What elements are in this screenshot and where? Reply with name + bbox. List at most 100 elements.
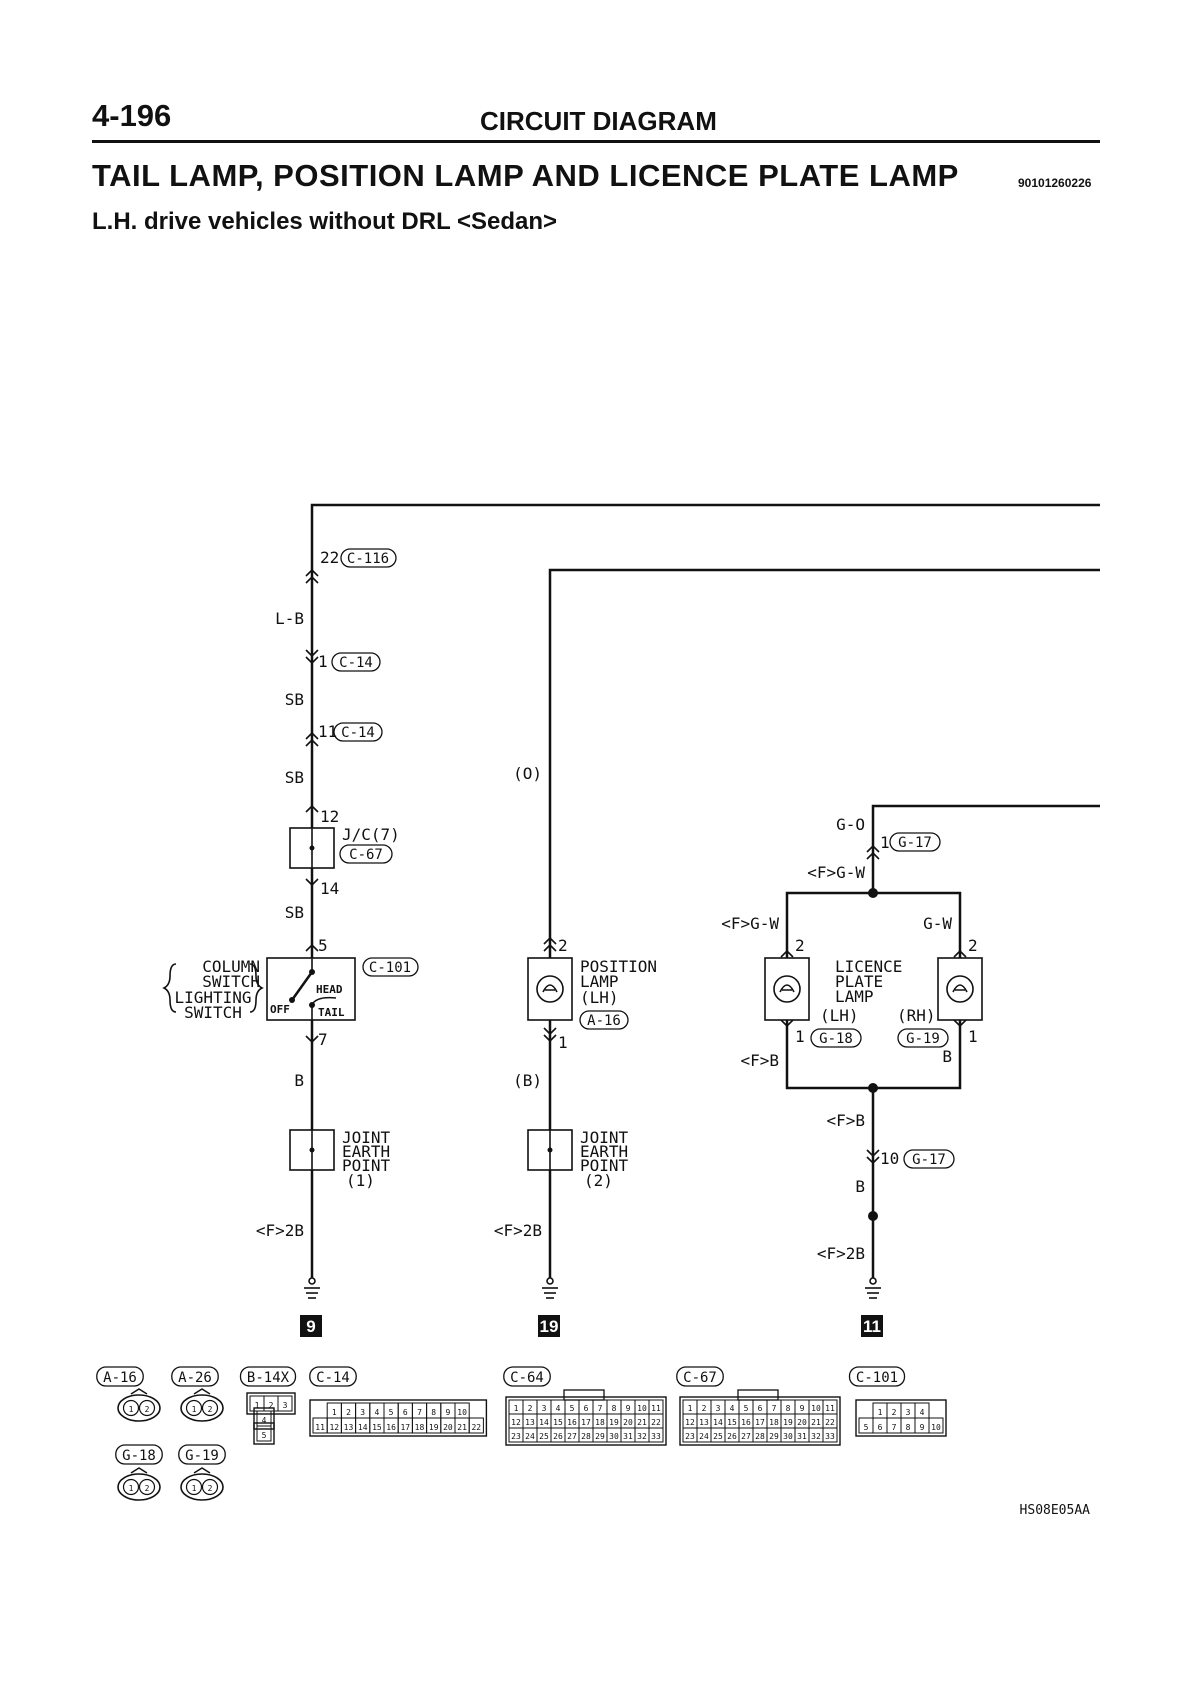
licence-lamp-rh-label: (RH) <box>897 1006 936 1025</box>
figure-code: HS08E05AA <box>1020 1503 1091 1518</box>
legend-connector-label: C-101 <box>856 1370 898 1386</box>
connector-face-33-pin <box>679 1396 841 1446</box>
earth-point-label: EARTH <box>580 1142 628 1161</box>
legend-pin-number: 2 <box>528 1404 533 1413</box>
legend-pin-number: 5 <box>744 1404 749 1413</box>
legend-pin-number: 26 <box>727 1432 737 1441</box>
legend-pin-number: 2 <box>702 1404 707 1413</box>
paren-right <box>249 963 264 1013</box>
legend-connector-badge <box>848 1366 906 1387</box>
wire-color: B <box>942 1047 952 1066</box>
position-lamp-label: POSITION <box>580 957 657 976</box>
legend-connector-badge <box>171 1366 219 1387</box>
section-title: CIRCUIT DIAGRAM <box>480 106 717 136</box>
earth-point-label: POINT <box>342 1156 391 1175</box>
pin-number: 1 <box>318 652 328 671</box>
legend-pin-number: 14 <box>539 1418 549 1427</box>
wire-color: <F>B <box>826 1111 865 1130</box>
legend-pin-number: 12 <box>329 1423 339 1432</box>
legend-pin-number: 1 <box>192 1405 197 1414</box>
legend-pin-number: 10 <box>457 1408 467 1417</box>
legend-pin-number: 2 <box>145 1405 150 1414</box>
earth-point-19: 19 <box>540 1317 559 1336</box>
legend-pin-number: 10 <box>811 1404 821 1413</box>
wire-color: B <box>294 1071 304 1090</box>
position-lamp-label: (LH) <box>580 988 619 1007</box>
legend-pin-number: 2 <box>892 1408 897 1417</box>
legend-pin-number: 20 <box>443 1423 453 1432</box>
connector-c-101: C-101 <box>369 960 411 976</box>
legend-pin-number: 5 <box>262 1431 267 1440</box>
pin-number: 7 <box>318 1030 328 1049</box>
column-switch-label: SWITCH <box>184 1003 242 1022</box>
legend-pin-number: 1 <box>332 1408 337 1417</box>
legend-pin-number: 27 <box>567 1432 577 1441</box>
legend-pin-number: 7 <box>598 1404 603 1413</box>
legend-pin-cell <box>648 1427 664 1443</box>
legend-pin-number: 22 <box>651 1418 661 1427</box>
pin-number: 5 <box>318 936 328 955</box>
legend-pin-cell <box>928 1417 944 1434</box>
legend-pin-number: 21 <box>811 1418 821 1427</box>
legend-pin-number: 10 <box>931 1423 941 1432</box>
legend-pin-number: 33 <box>825 1432 835 1441</box>
pin-number: 1 <box>880 833 890 852</box>
junction-dot <box>868 1083 878 1093</box>
wire-color: G-O <box>836 815 865 834</box>
legend-pin-number: 22 <box>825 1418 835 1427</box>
connector-c-14: C-14 <box>339 655 373 671</box>
legend-pin-cell <box>277 1395 293 1412</box>
pin-number: 2 <box>968 936 978 955</box>
column-switch-label: COLUMN <box>202 957 260 976</box>
pin-number: 1 <box>795 1027 805 1046</box>
legend-pin-number: 2 <box>145 1484 150 1493</box>
switch-tail: TAIL <box>318 1006 345 1019</box>
legend-pin-number: 15 <box>727 1418 737 1427</box>
legend-pin-number: 8 <box>431 1408 436 1417</box>
legend-connector-badge <box>115 1444 163 1465</box>
bulb-icon <box>773 975 801 1003</box>
legend-pin-number: 1 <box>129 1405 134 1414</box>
legend-pin-number: 16 <box>567 1418 577 1427</box>
wire-color: (B) <box>513 1071 542 1090</box>
legend-pin-number: 19 <box>783 1418 793 1427</box>
legend-pin-number: 28 <box>581 1432 591 1441</box>
legend-connector-badge <box>676 1366 724 1387</box>
licence-lamp-lh <box>764 957 810 1021</box>
connector-c-14: C-14 <box>341 725 375 741</box>
junction-dots <box>868 888 878 1221</box>
bulb-icon <box>536 975 564 1003</box>
legend-pin-number: 24 <box>525 1432 535 1441</box>
legend-pin-number: 5 <box>570 1404 575 1413</box>
legend-pin-number: 14 <box>358 1423 368 1432</box>
legend-pin-number: 31 <box>623 1432 633 1441</box>
legend-pin-number: 17 <box>755 1418 765 1427</box>
earth-point-badges <box>300 1315 883 1337</box>
legend-connector-badge <box>178 1444 226 1465</box>
plug-connector-icon <box>180 1473 224 1501</box>
connector-id-badges <box>331 548 955 1169</box>
legend-pin-number: 12 <box>511 1418 521 1427</box>
position-lamp-lh <box>527 957 573 1021</box>
legend-pin-number: 13 <box>525 1418 535 1427</box>
legend-pin-number: 21 <box>457 1423 467 1432</box>
legend-pin-number: 3 <box>716 1404 721 1413</box>
legend-pin-number: 6 <box>758 1404 763 1413</box>
licence-lamp-label: PLATE <box>835 972 883 991</box>
legend-pin-number: 7 <box>772 1404 777 1413</box>
legend-pin-cell <box>468 1417 484 1434</box>
legend-pin-number: 1 <box>878 1408 883 1417</box>
legend-pin-number: 9 <box>800 1404 805 1413</box>
earth-point-label: (2) <box>584 1171 613 1190</box>
component-boxes <box>266 827 983 1171</box>
earth-point-label: POINT <box>580 1156 629 1175</box>
wire-color: L-B <box>275 609 304 628</box>
connector-g-17: G-17 <box>898 835 932 851</box>
legend-connector-label: C-67 <box>683 1370 717 1386</box>
legend-pin-number: 18 <box>415 1423 425 1432</box>
plug-pin-icon <box>138 1399 156 1417</box>
junction-dot <box>868 888 878 898</box>
page-title: TAIL LAMP, POSITION LAMP AND LICENCE PLA… <box>92 158 959 193</box>
